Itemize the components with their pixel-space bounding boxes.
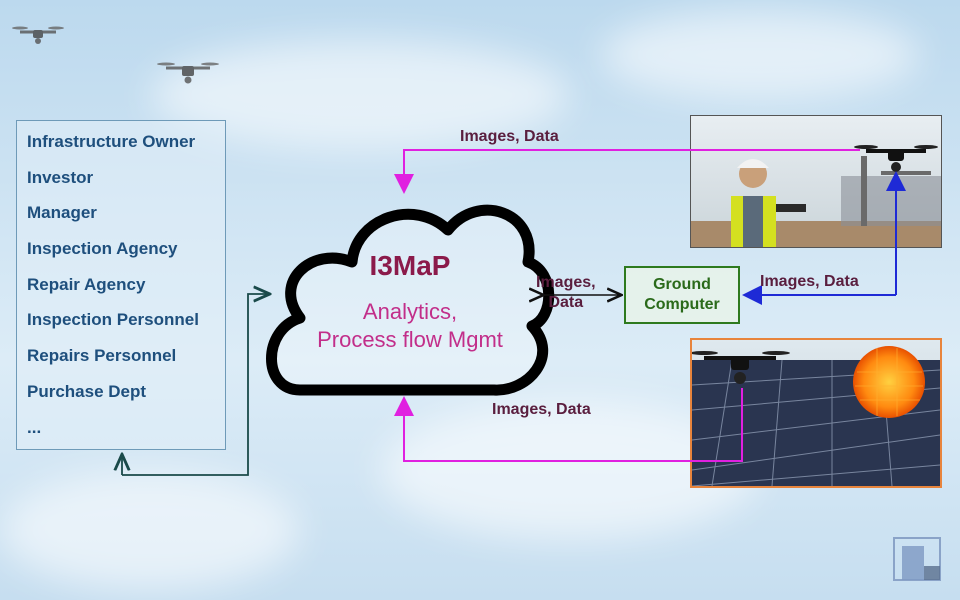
sky-cloud [600, 10, 920, 100]
stakeholder-item: ... [27, 417, 42, 437]
flow-label-middle: Images, Data [536, 273, 596, 313]
stakeholder-item: Manager [27, 203, 97, 223]
arrow-stakeholders [122, 294, 268, 476]
logo-icon [893, 537, 941, 581]
ground-computer-box: Ground Computer [624, 266, 740, 324]
sky-cloud [0, 470, 300, 590]
stakeholder-item: Repairs Personnel [27, 346, 177, 366]
drone-icon [157, 62, 219, 84]
stakeholder-item: Purchase Dept [27, 381, 147, 401]
cloud-subtitle-line: Process flow Mgmt [317, 327, 503, 352]
i3map-cloud [266, 204, 555, 396]
flow-label-bottom: Images, Data [492, 401, 591, 418]
stakeholder-item: Investor [27, 167, 94, 187]
flow-label-right: Images, Data [760, 273, 859, 290]
stakeholder-item: Repair Agency [27, 274, 146, 294]
ground-computer-line: Ground [653, 276, 711, 293]
arrow-top [394, 149, 860, 194]
stakeholder-item: Infrastructure Owner [27, 132, 196, 151]
drone-icon [12, 26, 64, 44]
inspector-photo [690, 115, 942, 248]
cloud-subtitle-line: Analytics, [362, 299, 458, 324]
flow-label-middle-line: Images, [536, 274, 596, 291]
stakeholder-panel: Infrastructure Owner Investor Manager In… [16, 120, 226, 450]
flow-label-top: Images, Data [460, 128, 559, 145]
cloud-title: I3MaP [369, 250, 451, 281]
arrow-bottom [394, 388, 743, 462]
drone-icon [692, 351, 790, 384]
ground-computer-line: Computer [644, 296, 720, 313]
drone-icon [854, 145, 938, 172]
flow-label-middle-line: Data [548, 294, 584, 311]
stakeholder-item: Inspection Personnel [27, 310, 199, 330]
stakeholder-item: Inspection Agency [27, 239, 178, 259]
inspector-scene [691, 116, 941, 247]
cloud-subtitle: Analytics, Process flow Mgmt [290, 298, 530, 354]
